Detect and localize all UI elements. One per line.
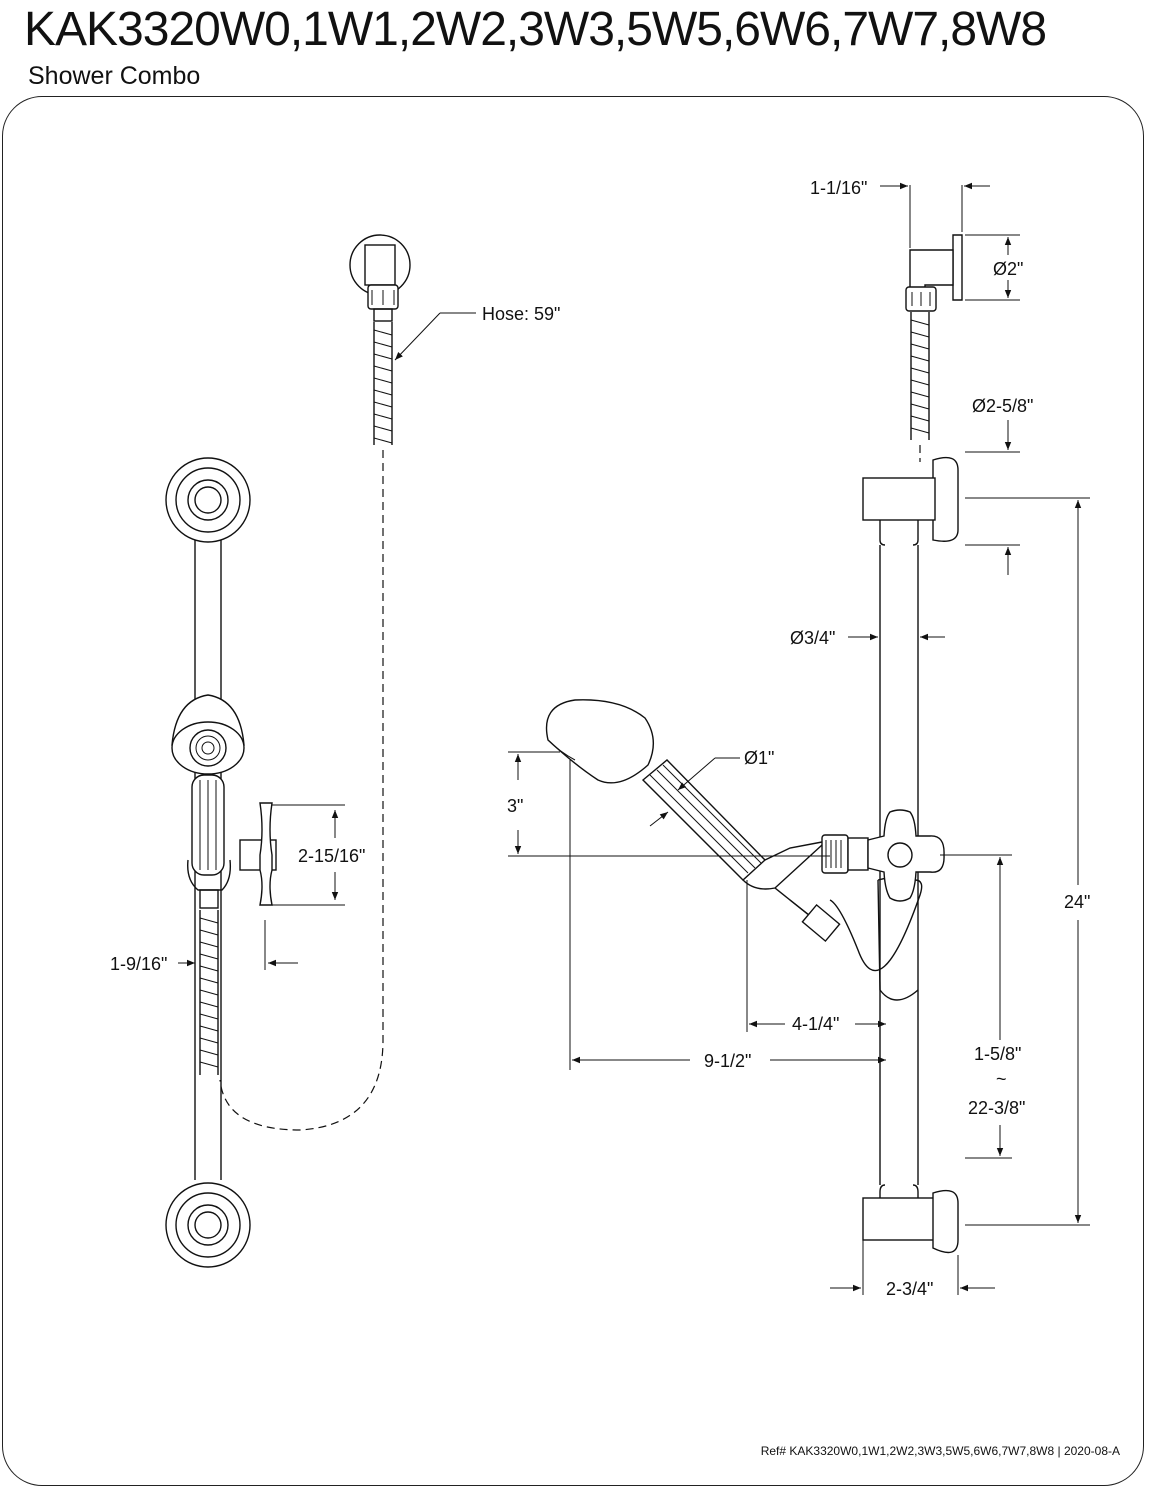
dimension-2-15-16: 2-15/16" [272, 804, 365, 906]
dimension-9-1-2: 9-1/2" [569, 760, 886, 1071]
label-hose: Hose: 59" [482, 304, 560, 324]
dimension-dia-3-4: Ø3/4" [790, 628, 945, 648]
front-view: 2-15/16" 1-9/16" Hose: 59" [110, 234, 560, 1268]
hand-shower-front [171, 694, 277, 1075]
label-4-1-4: 4-1/4" [792, 1014, 839, 1034]
page-subtitle: Shower Combo [28, 62, 201, 90]
dimension-range: 1-5/8" ~ 22-3/8" [940, 854, 1025, 1159]
label-9-1-2: 9-1/2" [704, 1051, 751, 1071]
label-24: 24" [1064, 892, 1090, 912]
side-view: 1-1/16" Ø2" Ø2-5/8" Ø3/4" [507, 178, 1090, 1299]
dimension-1-1-16: 1-1/16" [810, 178, 990, 248]
hand-shower-side [545, 699, 841, 943]
hose-callout: Hose: 59" [394, 304, 560, 361]
dimension-3: 3" [507, 751, 830, 857]
label-range-max: 22-3/8" [968, 1098, 1025, 1118]
dimension-2-3-4: 2-3/4" [830, 1240, 995, 1299]
label-2-3-4: 2-3/4" [886, 1279, 933, 1299]
page-title: KAK3320W0,1W1,2W2,3W3,5W5,6W6,7W7,8W8 [24, 3, 1047, 56]
label-3: 3" [507, 796, 523, 816]
dimension-dia-2-5-8: Ø2-5/8" [965, 396, 1033, 575]
bar-bracket-top [862, 456, 959, 546]
label-range-sep: ~ [996, 1069, 1007, 1089]
wall-elbow-side [905, 234, 963, 462]
label-dia-2-5-8: Ø2-5/8" [972, 396, 1033, 416]
label-dia-2: Ø2" [993, 259, 1023, 279]
dimension-1-9-16: 1-9/16" [110, 920, 298, 974]
dimension-dia-2: Ø2" [965, 234, 1023, 301]
hose-path-front [219, 450, 384, 1131]
label-dia-3-4: Ø3/4" [790, 628, 835, 648]
wall-elbow-front [349, 234, 411, 445]
dimension-dia-1: Ø1" [649, 748, 774, 827]
dimension-24: 24" [965, 497, 1090, 1226]
label-dia-1: Ø1" [744, 748, 774, 768]
reference-number: Ref# KAK3320W0,1W1,2W2,3W3,5W5,6W6,7W7,8… [760, 1444, 1120, 1458]
label-1-9-16: 1-9/16" [110, 954, 167, 974]
dimension-4-1-4: 4-1/4" [746, 880, 886, 1034]
label-2-15-16: 2-15/16" [298, 846, 365, 866]
bar-bracket-bottom [862, 1184, 959, 1254]
label-1-1-16: 1-1/16" [810, 178, 867, 198]
label-range-min: 1-5/8" [974, 1044, 1021, 1064]
drawing-frame [2, 96, 1144, 1486]
slider-holder-side [821, 809, 945, 1001]
